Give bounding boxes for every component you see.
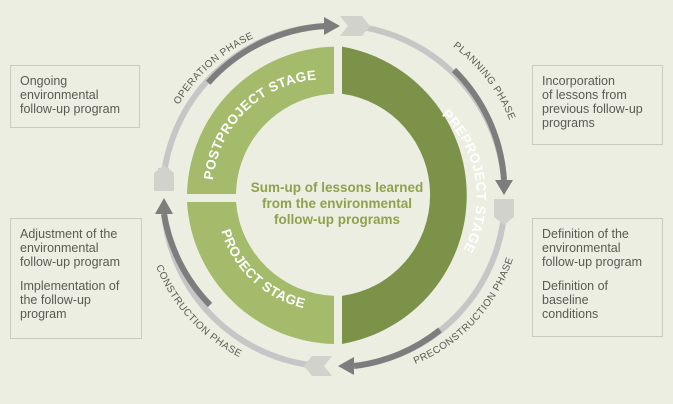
box-preconstruction-tasks: Definition of the environmental follow-u… (532, 218, 663, 337)
box-preconstruction-text-2: Definition of baseline conditions (542, 279, 609, 321)
box-operation-text: Ongoing environmental follow-up program (20, 74, 121, 116)
arrow-construction-dark (161, 213, 213, 308)
center-summary: Sum-up of lessons learned from the envir… (251, 180, 424, 227)
segment-preproject (342, 46, 467, 344)
arrow-preconstruction-dark (353, 327, 442, 369)
arrowhead-bottom (338, 357, 354, 375)
box-planning-tasks: Incorporation of lessons from previous f… (532, 65, 663, 145)
center-line-1: Sum-up of lessons learned (251, 180, 424, 195)
cycle-arrows (155, 17, 513, 375)
arrowhead-left (155, 198, 173, 214)
arrow-operation-dark (205, 23, 327, 85)
box-construction-text-1: Adjustment of the environmental follow-u… (20, 227, 121, 269)
center-line-2: from the environmental (262, 196, 412, 211)
arrow-planning-dark (451, 67, 507, 181)
box-planning-text: Incorporation of lessons from previous f… (542, 74, 643, 130)
segment-postproject (187, 46, 334, 194)
box-construction-tasks: Adjustment of the environmental follow-u… (10, 218, 142, 339)
box-operation-tasks: Ongoing environmental follow-up program (10, 65, 140, 128)
arrowhead-top (324, 17, 340, 35)
tab-right (494, 199, 514, 225)
tab-top (340, 16, 370, 36)
segment-project (187, 202, 334, 344)
stage-ring (187, 46, 467, 344)
ring-tabs (154, 16, 514, 376)
arrowhead-right (495, 180, 513, 195)
center-line-3: follow-up programs (274, 212, 400, 227)
box-construction-text-2: Implementation of the follow-up program (20, 279, 120, 321)
tab-bottom (304, 356, 332, 376)
tab-left (154, 165, 174, 191)
box-preconstruction-text-1: Definition of the environmental follow-u… (542, 227, 643, 269)
